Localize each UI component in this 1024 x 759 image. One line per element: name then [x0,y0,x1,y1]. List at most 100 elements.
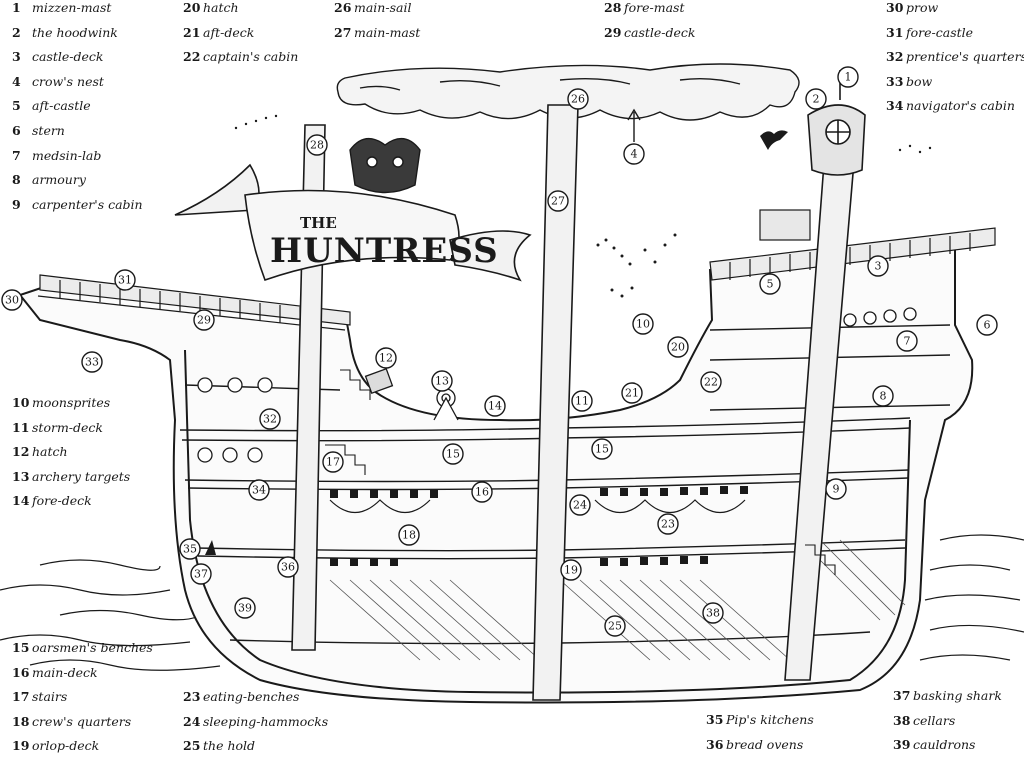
callout-circle [896,330,918,352]
callout-circle [657,513,679,535]
stairs-drawing [325,369,836,575]
legend-item-label: cauldrons [913,737,976,753]
legend-item-number: 30 [886,0,904,15]
callout-label: 21 [625,387,639,400]
legend-item-label: main-mast [354,24,421,40]
callout-circle [248,479,270,501]
aft-castle-railing [709,209,996,281]
callout-marker: 27 [547,190,569,212]
legend-item-label: stairs [32,689,68,705]
callout-circle [702,602,724,624]
callout-label: 30 [5,294,19,307]
callout-marker: 29 [193,309,215,331]
callout-marker: 8 [872,385,894,407]
callout-marker: 9 [825,478,847,500]
callout-marker: 36 [277,556,299,578]
callout-label: 18 [402,529,416,542]
ship-hull [18,233,974,704]
callout-marker: 19 [560,559,582,581]
callout-marker: 21 [621,382,643,404]
legend-item-label: mizzen-mast [32,0,112,15]
legend-item-number: 17 [12,689,30,705]
sleeping-hammocks-drawing [329,499,746,514]
legend-item-number: 11 [12,419,30,435]
callout-label: 36 [281,561,295,574]
callout-circle [632,313,654,335]
legend-item-label: prentice's quarters [906,49,1024,65]
callout-label: 39 [238,602,252,615]
legend-item-label: the hoodwink [32,24,118,40]
legend-item: 2 the hoodwink [12,21,143,46]
callout-marker: 14 [484,395,506,417]
legend-item-number: 21 [183,24,201,40]
callout-circle [667,336,689,358]
callout-circle [277,556,299,578]
callout-marker: 15 [591,438,613,460]
legend-item-label: archery targets [32,468,131,484]
main-mast-drawing [532,104,579,701]
callout-label: 8 [880,390,887,403]
callout-circle [623,143,645,165]
callout-label: 7 [904,335,911,348]
callout-circle [431,370,453,392]
callout-label: 24 [573,499,587,512]
legend-item-number: 25 [183,738,201,754]
callout-circle [621,382,643,404]
legend-item-label: stern [32,122,65,138]
legend-item-label: crow's nest [32,73,104,89]
legend-item-number: 23 [183,689,201,704]
legend-item-number: 33 [886,73,904,89]
callout-marker: 2 [805,88,827,110]
callout-circle [837,66,859,88]
callout-marker: 26 [567,88,589,110]
callout-marker: 10 [632,313,654,335]
legend-item-label: orlop-deck [32,738,100,754]
legend-item-number: 6 [12,122,21,138]
crows-nest-arrow [627,108,641,142]
legend-item-label: aft-deck [203,24,255,40]
callout-marker: 3 [867,255,889,277]
legend-item-number: 2 [12,24,21,40]
callout-circle [190,563,212,585]
legend-item-label: basking shark [913,688,1002,703]
callout-marker: 20 [667,336,689,358]
callout-circle [398,524,420,546]
legend-item-number: 10 [12,395,30,410]
callout-circle [976,314,998,336]
callout-label: 15 [446,448,460,461]
callout-circle [179,538,201,560]
callout-circle [81,351,103,373]
callout-marker: 4 [623,143,645,165]
legend-item-label: aft-castle [32,98,91,114]
callout-marker: 37 [190,563,212,585]
legend-item-label: navigator's cabin [906,98,1015,114]
callout-circle [569,494,591,516]
callout-label: 38 [706,607,720,620]
callout-label: 27 [551,195,565,208]
main-sail [336,63,800,121]
callout-label: 12 [379,352,393,365]
legend-item-label: prow [906,0,939,15]
legend-item-number: 18 [12,713,30,729]
legend-item-label: bow [906,73,933,89]
